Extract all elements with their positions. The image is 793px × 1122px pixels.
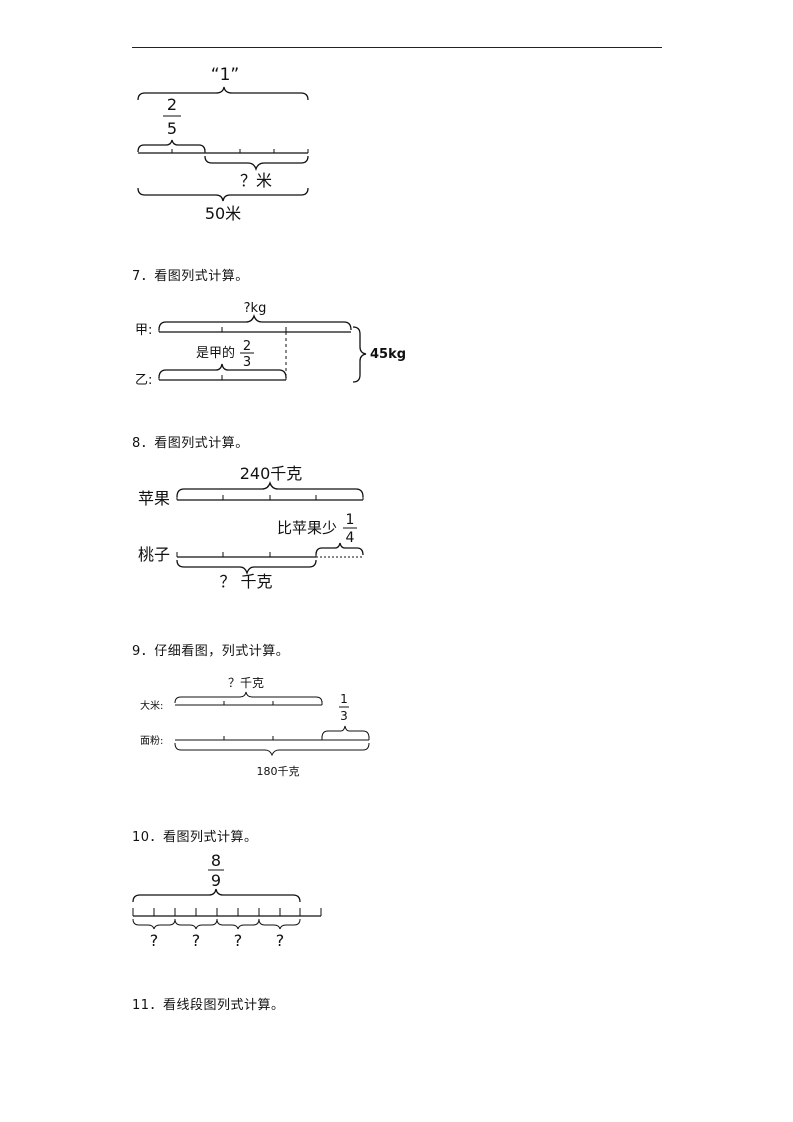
d9-row2-label: 面粉: xyxy=(140,734,163,747)
d7-frac-num: 2 xyxy=(243,339,251,354)
d9-unknown-label: ？千克 xyxy=(228,676,264,690)
d8-relation-label: 比苹果少 xyxy=(277,519,337,537)
d10-part-brace xyxy=(174,918,218,930)
d10-part-label: ? xyxy=(150,931,159,950)
d9-frac-num: 1 xyxy=(340,692,348,706)
question-11: 11．看线段图列式计算。 xyxy=(132,998,285,1013)
d7-relation-label: 是甲的 xyxy=(196,345,235,361)
d7-row1-label: 甲: xyxy=(135,323,152,338)
d10-part-label: ? xyxy=(192,931,201,950)
question-9: 9．仔细看图，列式计算。 xyxy=(132,644,290,659)
d7-top-brace xyxy=(158,313,352,331)
d8-frac-num: 1 xyxy=(346,512,355,528)
d6-unknown-brace xyxy=(204,155,309,172)
d7-right-brace xyxy=(352,326,367,383)
d8-unknown-label: ？ 千克 xyxy=(219,572,272,591)
d8-top-label: 240千克 xyxy=(240,464,303,483)
d10-part-brace xyxy=(132,918,176,930)
d7-row2-label: 乙: xyxy=(135,373,152,388)
question-8: 8．看图列式计算。 xyxy=(132,436,249,451)
d7-yi-brace xyxy=(158,363,287,379)
d10-part-brace xyxy=(216,918,260,930)
d8-diff-brace xyxy=(315,542,364,556)
d10-part-label: ? xyxy=(276,931,285,950)
d8-bottom-brace xyxy=(176,559,317,576)
question-7: 7．看图列式计算。 xyxy=(132,269,249,284)
d7-frac-den: 3 xyxy=(243,355,251,370)
d6-unknown-label: ？米 xyxy=(240,171,272,190)
d7-unknown-label: ?kg xyxy=(244,301,267,316)
d9-frac-den: 3 xyxy=(340,709,348,723)
d6-total-label: 50米 xyxy=(205,204,241,223)
d6-total-brace xyxy=(137,187,309,202)
d6-frac-den: 5 xyxy=(167,119,177,138)
d6-part-brace xyxy=(137,139,206,153)
d8-row2-label: 桃子 xyxy=(138,545,170,564)
d8-row1-label: 苹果 xyxy=(138,489,170,508)
d9-total-label: 180千克 xyxy=(257,765,300,778)
d6-frac-num: 2 xyxy=(167,95,177,114)
d7-total-label: 45kg xyxy=(370,347,406,362)
d9-bottom-brace xyxy=(174,742,370,757)
question-10: 10．看图列式计算。 xyxy=(132,830,258,845)
d6-top-brace xyxy=(137,86,309,101)
header-rule xyxy=(132,47,662,48)
d9-part-brace xyxy=(321,725,370,739)
d10-part-label: ? xyxy=(234,931,243,950)
d9-row1-label: 大米: xyxy=(140,699,163,712)
d6-whole-label: “1” xyxy=(211,65,239,85)
d9-top-brace xyxy=(174,691,323,704)
d10-frac-num: 8 xyxy=(211,851,221,870)
d8-top-brace xyxy=(176,480,364,498)
d8-frac-den: 4 xyxy=(346,530,355,546)
d10-top-brace xyxy=(132,888,301,903)
d10-frac-den: 9 xyxy=(211,871,221,890)
d10-part-brace xyxy=(258,918,301,930)
